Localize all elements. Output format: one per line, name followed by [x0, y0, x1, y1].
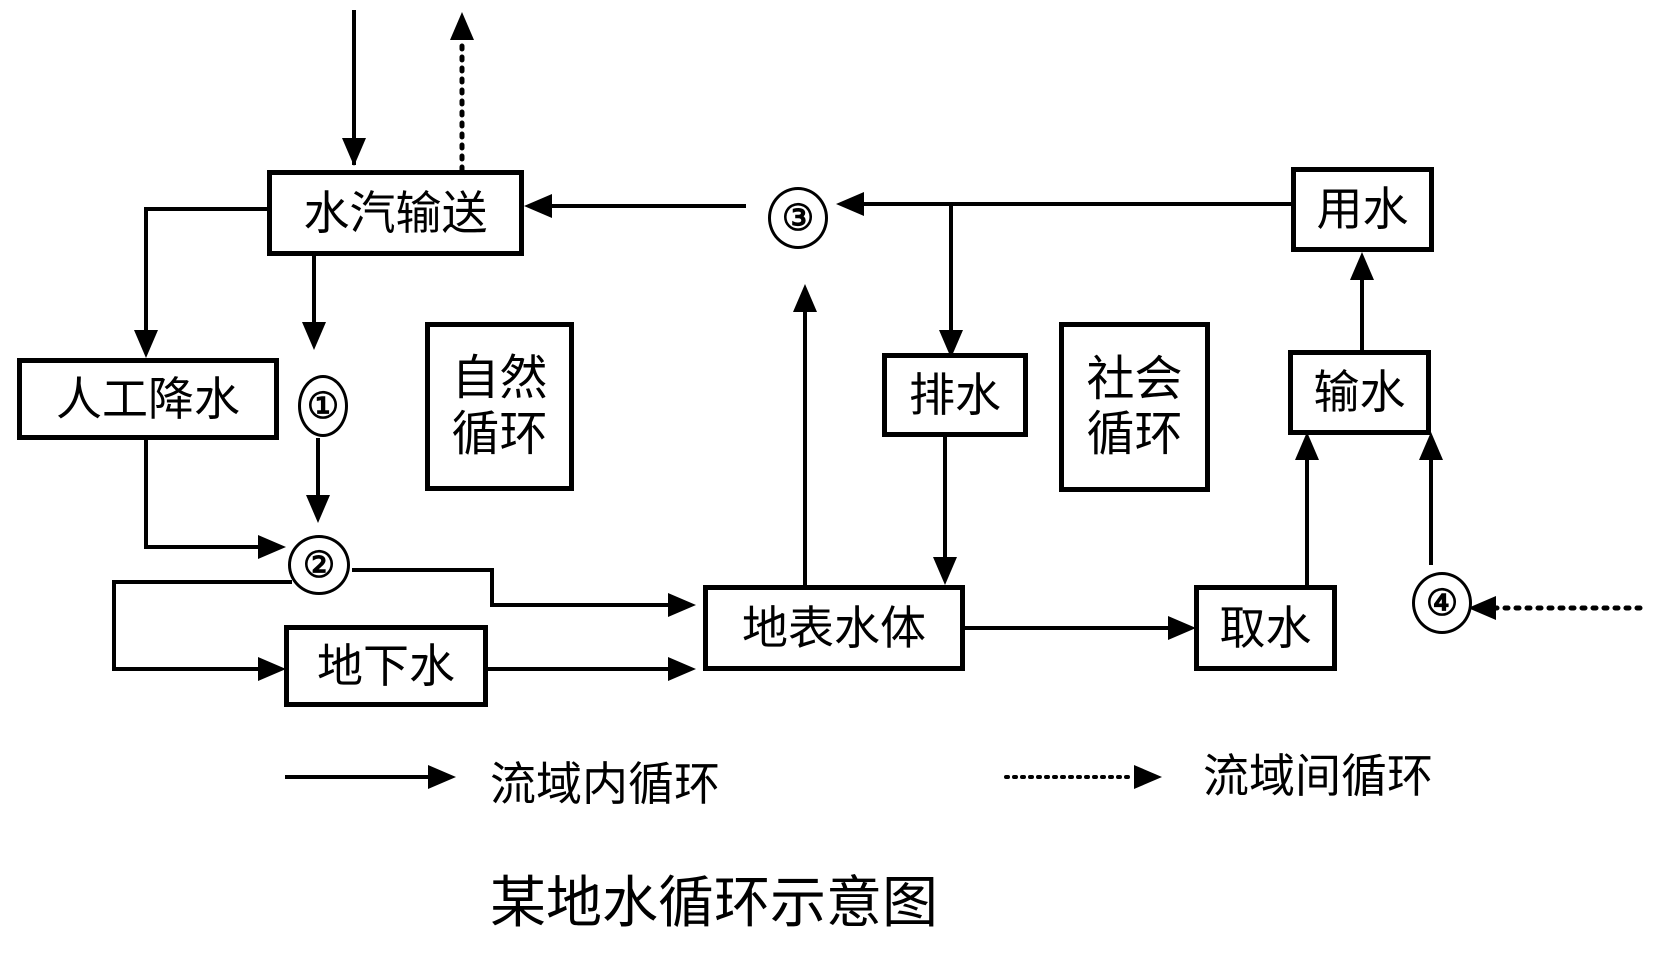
marker-4: ④: [1412, 572, 1472, 634]
node-drainage: 排水: [882, 353, 1028, 437]
edge-m2-to-groundwater: [112, 580, 292, 671]
diagram-title: 某地水循环示意图: [490, 871, 938, 936]
arrowhead: [793, 284, 817, 312]
arrowhead: [939, 330, 963, 358]
social-cycle-line1: 社会: [1086, 350, 1183, 407]
arrowhead: [134, 330, 158, 358]
arrowhead: [302, 322, 326, 350]
marker-2: ②: [288, 535, 350, 595]
edge-artificial-precip-to-m2: [144, 438, 270, 549]
arrowhead: [1419, 432, 1443, 460]
arrowhead: [836, 192, 864, 216]
node-surface-water: 地表水体: [703, 585, 965, 671]
arrowhead: [1168, 616, 1196, 640]
node-water-conveyance: 输水: [1288, 350, 1431, 435]
label-social-cycle: 社会 循环: [1059, 322, 1210, 492]
arrowhead: [668, 657, 696, 681]
marker-1: ①: [298, 375, 348, 437]
marker-3: ③: [768, 187, 828, 249]
edge-m2-to-surface-water: [352, 568, 680, 607]
node-groundwater: 地下水: [284, 625, 488, 707]
arrowhead: [668, 593, 696, 617]
arrowhead: [450, 12, 474, 40]
edge-vapor-to-artificial-precip: [144, 207, 270, 345]
legend-inter-basin-label: 流域间循环: [1203, 749, 1433, 803]
natural-cycle-line2: 循环: [451, 405, 548, 462]
legend-intra-basin-label: 流域内循环: [490, 757, 720, 811]
arrowhead: [258, 657, 286, 681]
label-natural-cycle: 自然 循环: [425, 322, 574, 491]
node-artificial-precipitation: 人工降水: [17, 358, 279, 440]
node-vapor-transport: 水汽输送: [267, 170, 524, 256]
legend-solid-arrowhead: [428, 765, 456, 789]
natural-cycle-line1: 自然: [451, 350, 548, 407]
node-water-use: 用水: [1291, 167, 1434, 252]
arrowhead: [1350, 252, 1374, 280]
arrowhead: [933, 557, 957, 585]
legend-dotted-arrowhead: [1134, 765, 1162, 789]
arrowhead: [342, 138, 366, 166]
arrowhead: [524, 194, 552, 218]
node-water-intake: 取水: [1194, 585, 1337, 671]
arrowhead: [1468, 596, 1496, 620]
social-cycle-line2: 循环: [1086, 406, 1183, 462]
arrowhead: [1295, 432, 1319, 460]
arrowhead: [306, 495, 330, 523]
arrowhead: [258, 535, 286, 559]
